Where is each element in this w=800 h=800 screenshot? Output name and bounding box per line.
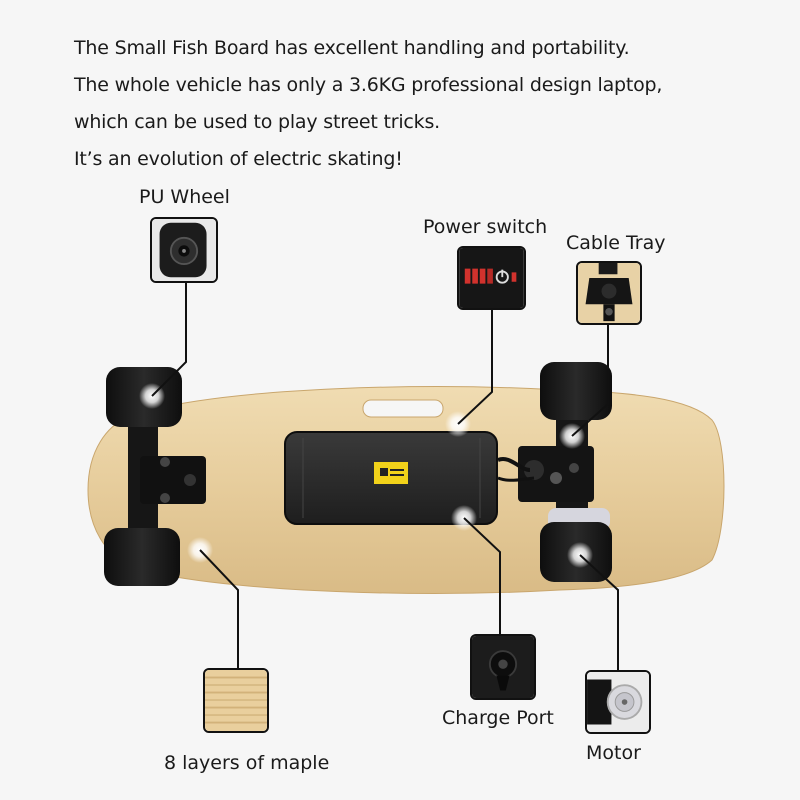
charge-port-label: Charge Port <box>442 707 554 729</box>
motor-cable <box>497 457 531 472</box>
motor-label: Motor <box>586 742 641 764</box>
maple-label: 8 layers of maple <box>164 752 330 774</box>
power-switch-thumbnail <box>457 246 526 310</box>
intro-line-2: The whole vehicle has only a 3.6KG profe… <box>74 74 663 96</box>
maple-thumbnail <box>203 668 269 733</box>
cable-tray-label: Cable Tray <box>566 232 666 254</box>
rear-truck <box>128 420 206 538</box>
cable-tray-thumbnail <box>576 261 642 325</box>
pu-wheel-thumbnail <box>150 217 218 283</box>
intro-line-3: which can be used to play street tricks. <box>74 111 440 133</box>
charge-port-thumbnail <box>470 634 536 700</box>
warning-sticker <box>374 462 408 484</box>
leader-lines <box>151 282 619 672</box>
motor-thumbnail <box>585 670 651 734</box>
battery-box <box>284 431 498 525</box>
pu-wheel-label: PU Wheel <box>139 186 230 208</box>
intro-text: The Small Fish Board has excellent handl… <box>74 30 774 178</box>
rear-wheel-bottom <box>104 528 180 586</box>
front-wheel-top <box>540 362 612 420</box>
intro-line-4: It’s an evolution of electric skating! <box>74 148 403 170</box>
handle-cutout <box>362 399 444 418</box>
intro-line-1: The Small Fish Board has excellent handl… <box>74 37 630 59</box>
power-switch-label: Power switch <box>423 216 548 238</box>
